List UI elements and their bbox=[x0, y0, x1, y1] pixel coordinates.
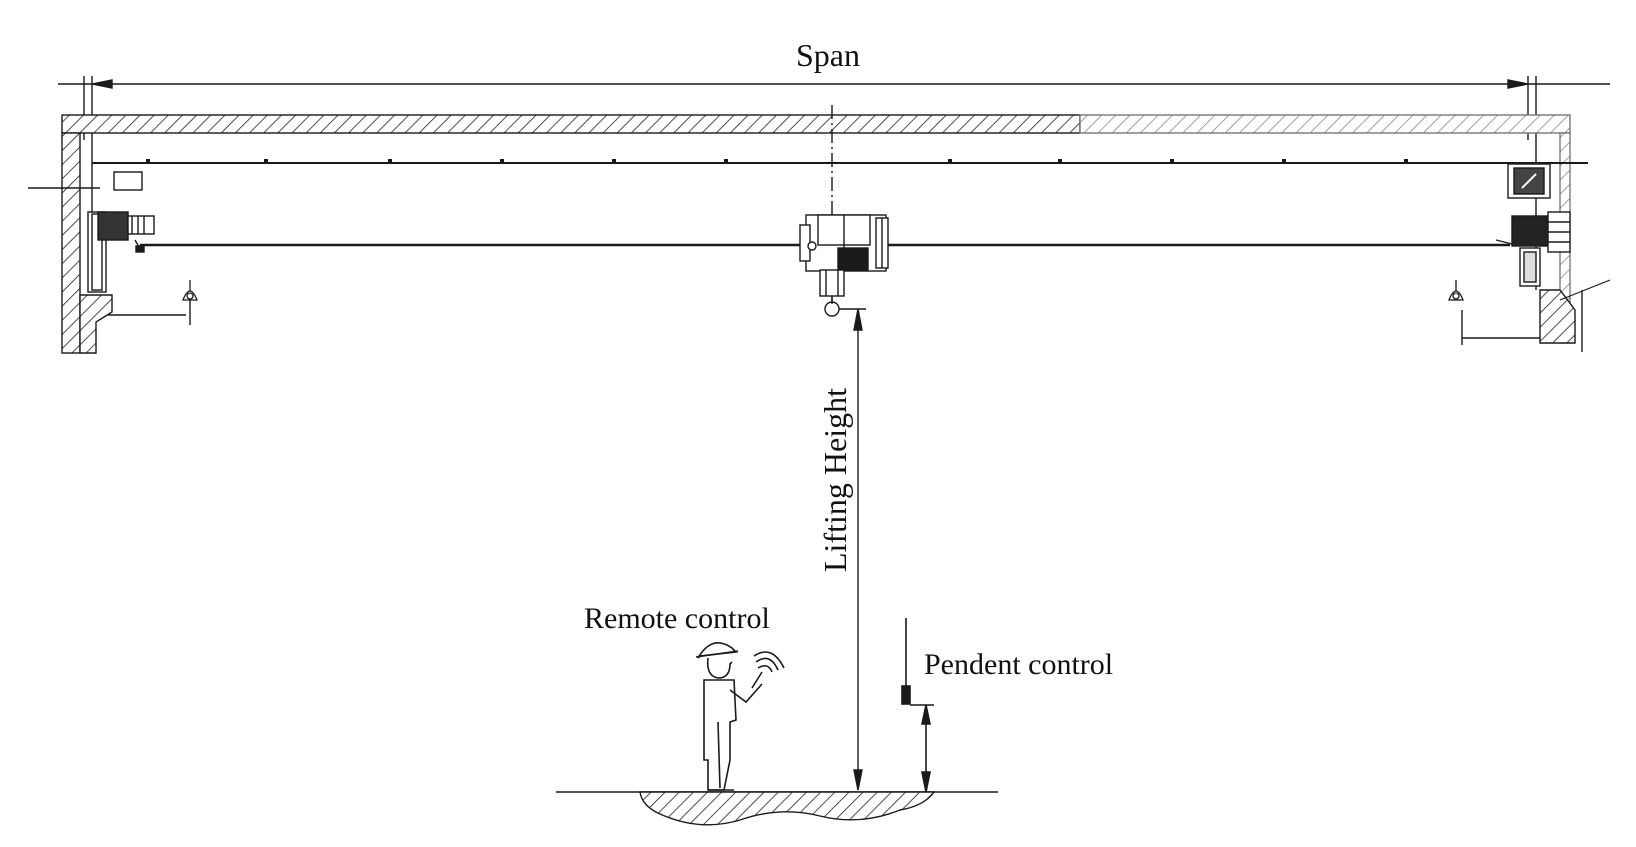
left-wall bbox=[28, 132, 191, 354]
pendent-control-icon bbox=[901, 618, 934, 793]
remote-control-label: Remote control bbox=[584, 602, 770, 635]
span-label: Span bbox=[796, 37, 860, 73]
left-end-carriage bbox=[87, 211, 155, 293]
electric-hoist bbox=[799, 105, 889, 317]
lifting-height-dimension bbox=[853, 308, 863, 791]
ground bbox=[556, 791, 998, 826]
pendent-control-label: Pendent control bbox=[924, 648, 1113, 681]
left-lamp-icon bbox=[182, 280, 198, 301]
right-lamp-icon bbox=[1448, 280, 1464, 301]
girder-bolts bbox=[146, 159, 1408, 163]
right-end-carriage bbox=[1495, 163, 1571, 287]
runway-beam bbox=[61, 114, 1571, 134]
lifting-height-label: Lifting Height bbox=[817, 388, 853, 572]
operator-icon bbox=[695, 642, 785, 791]
